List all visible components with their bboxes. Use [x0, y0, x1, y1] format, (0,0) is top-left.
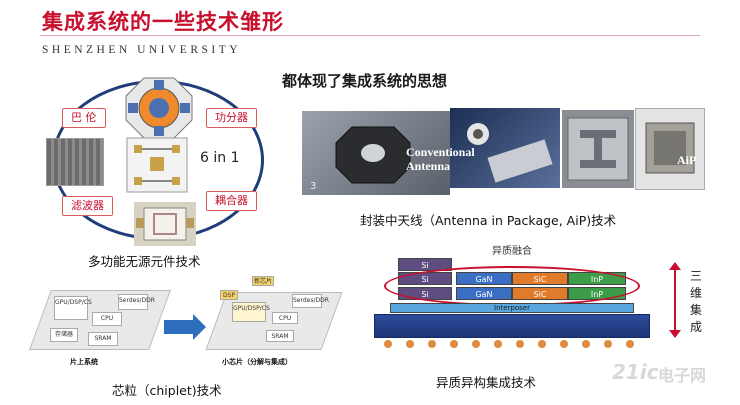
solder-bump: [494, 340, 502, 348]
header-divider: [40, 35, 700, 36]
three-d-integration-label: 三维集成: [690, 269, 703, 334]
chiplet-dsp: DSP: [220, 290, 238, 300]
package-substrate: [374, 314, 650, 338]
tag-power-divider: 功分器: [206, 108, 257, 128]
interposer-layer: Interposer: [390, 303, 634, 313]
chiplet-subcaption: 小芯片（分解与集成）: [222, 358, 292, 366]
section-heading: 都体现了集成系统的思想: [282, 72, 448, 90]
university-name: SHENZHEN UNIVERSITY: [42, 44, 242, 56]
solder-bump: [604, 340, 612, 348]
watermark-logo: 21ic: [612, 360, 659, 384]
svg-text:3: 3: [310, 181, 316, 192]
soc-block-gpu: GPU/DSP/CS: [54, 296, 92, 320]
chiplet-diagram: 新芯片 DSP GPU/DSP/CS Serdes/DDR CPU SRAM: [205, 276, 343, 354]
filter-chip-image: [134, 202, 196, 246]
page-title: 集成系统的一些技术雏形: [42, 10, 284, 34]
aip-module-drawing: [467, 123, 553, 183]
hetero-caption: 异质异构集成技术: [436, 375, 537, 390]
solder-bump: [450, 340, 458, 348]
chiplet-new-chip: 新芯片: [252, 276, 274, 286]
conventional-antenna-image: 3: [302, 111, 450, 195]
balun-board-image: [46, 138, 104, 186]
aip-module-image: [450, 108, 560, 188]
soc-diagram: GPU/DSP/CS Serdes/DDR CPU SRAM 存储器: [29, 288, 171, 352]
soc-block-serdes: Serdes/DDR: [118, 294, 155, 310]
chiplet-serdes: Serdes/DDR: [292, 294, 329, 308]
fusion-highlight-ellipse: [384, 266, 640, 306]
soc-block-cpu: CPU: [92, 312, 122, 326]
antenna-nut-icon: 3: [310, 126, 411, 192]
aip-chip-image: [635, 108, 705, 190]
aip-chip-drawing: [645, 122, 695, 174]
aip-label: AiP: [677, 153, 697, 167]
hetero-fusion-label: 异质融合: [492, 246, 532, 257]
solder-bump-row: [380, 340, 646, 350]
tag-coupler: 耦合器: [206, 191, 257, 211]
chiplet-sram: SRAM: [266, 330, 294, 342]
solder-bump: [560, 340, 568, 348]
passive-caption: 多功能无源元件技术: [88, 254, 201, 269]
chiplet-gpu: GPU/DSP/CS: [232, 302, 270, 322]
six-in-one-label: 6 in 1: [200, 150, 240, 166]
solder-bump: [472, 340, 480, 348]
solder-bump: [516, 340, 524, 348]
solder-bump: [428, 340, 436, 348]
aip-antenna-pattern-image: [562, 110, 634, 188]
solder-bump: [582, 340, 590, 348]
tag-filter: 滤波器: [62, 196, 113, 216]
transform-arrow-icon: [164, 314, 206, 340]
tag-balun: 巴 伦: [62, 108, 106, 128]
aip-caption: 封装中天线（Antenna in Package, AiP)技术: [360, 213, 617, 228]
solder-bump: [406, 340, 414, 348]
solder-bump: [384, 340, 392, 348]
chiplet-caption: 芯粒（chiplet)技术: [112, 383, 222, 398]
watermark-text: 电子网: [658, 366, 707, 385]
solder-bump: [626, 340, 634, 348]
soc-caption: 片上系统: [70, 358, 98, 366]
vertical-double-arrow-icon: [669, 262, 681, 338]
soc-block-sram: SRAM: [88, 332, 118, 346]
solder-bump: [538, 340, 546, 348]
chiplet-cpu: CPU: [272, 312, 298, 324]
multifunction-board-image: [126, 137, 188, 193]
octagon-device-image: [125, 77, 193, 139]
soc-block-memory: 存储器: [50, 328, 78, 342]
conventional-antenna-label: Conventional Antenna: [406, 145, 475, 173]
